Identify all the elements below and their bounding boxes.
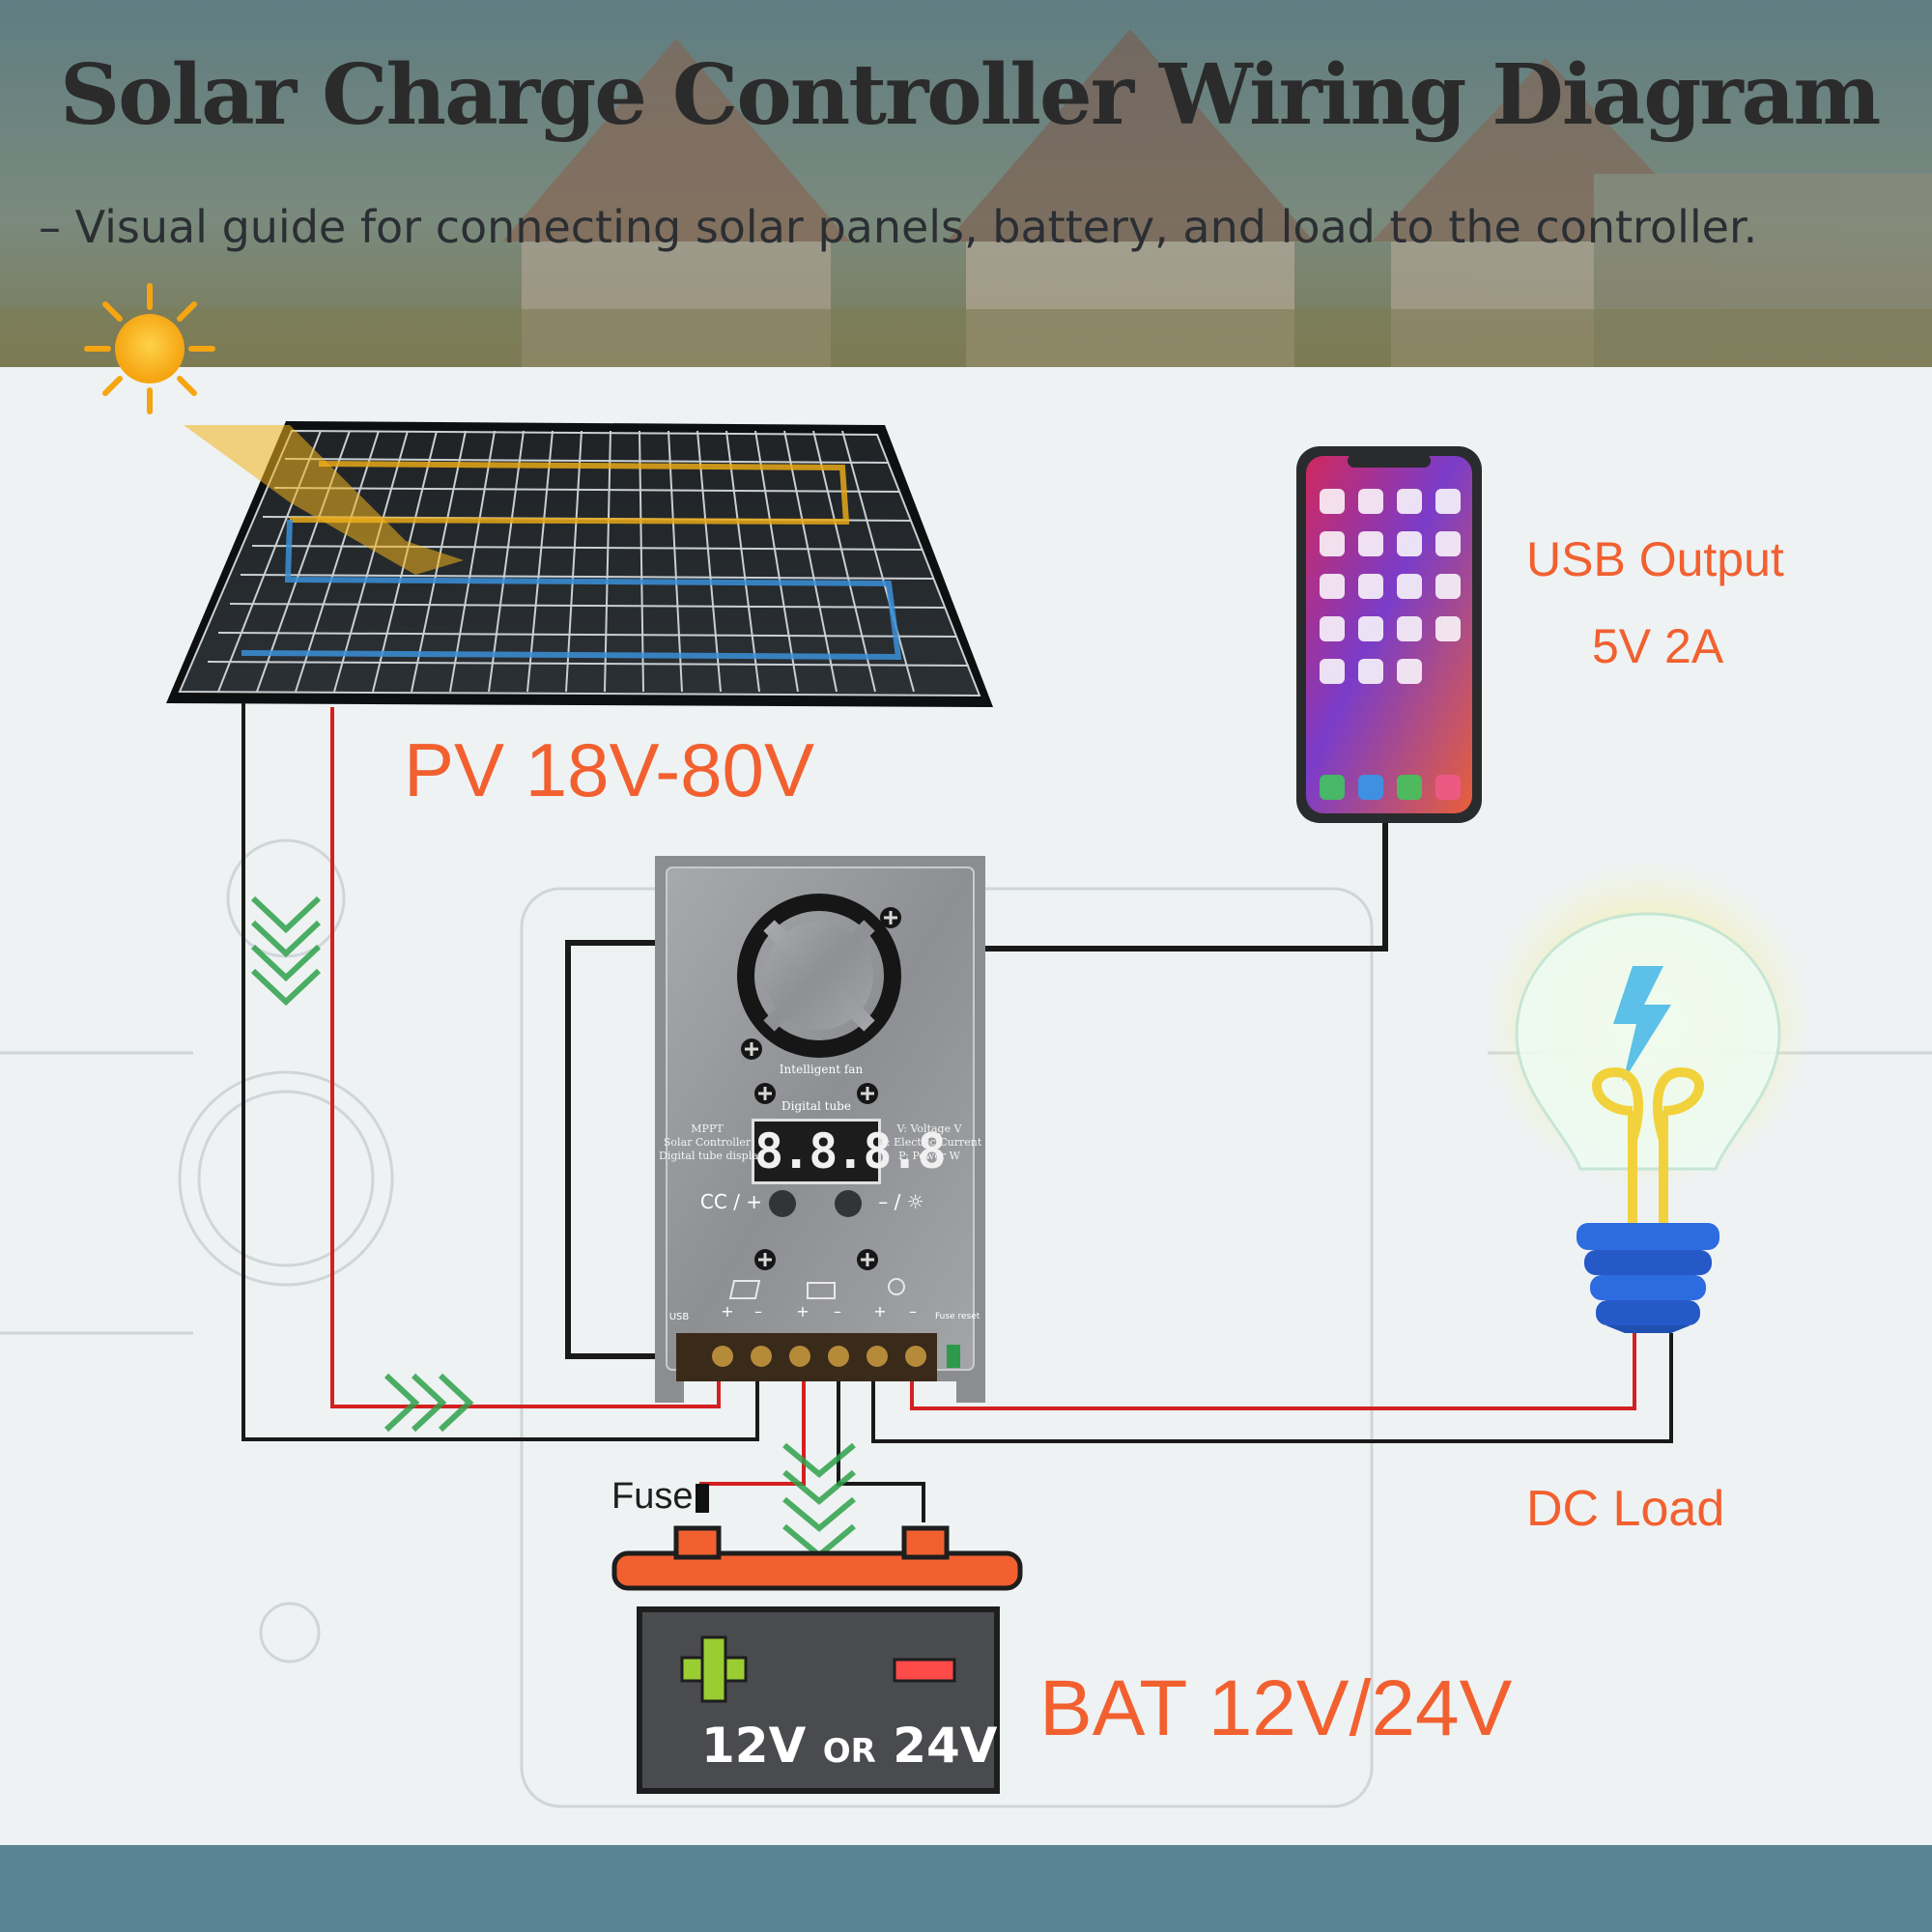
display-label: Digital tube <box>781 1099 851 1113</box>
controller-left-text: MPPT Solar Controller Digital tube displ… <box>659 1122 764 1162</box>
controller-right-text: V: Voltage V A: Electric Current P: Powe… <box>879 1122 982 1162</box>
bulb-icon <box>888 1278 905 1295</box>
grass-strip <box>0 309 1932 367</box>
terminal-bat-minus: – <box>834 1302 841 1321</box>
panel-icon <box>728 1280 761 1299</box>
plus-icon <box>680 1635 748 1703</box>
dc-load-label: DC Load <box>1526 1481 1725 1537</box>
battery-face-voltage-a: 12V <box>701 1718 807 1774</box>
terminal-bat-plus: + <box>796 1302 810 1321</box>
battery-face-text: 12V OR 24V <box>701 1718 998 1774</box>
minus-icon <box>893 1658 956 1683</box>
fuse-reset-label: Fuse reset <box>935 1312 980 1321</box>
fan-label: Intelligent fan <box>779 1063 864 1076</box>
page-title: Solar Charge Controller Wiring Diagram <box>60 46 1881 144</box>
battery-face-or: OR <box>822 1732 876 1771</box>
flow-arrows-pv-right <box>384 1373 474 1433</box>
fuse-icon <box>696 1484 709 1513</box>
battery-face-voltage-b: 24V <box>893 1718 998 1774</box>
usb-output-label: USB Output <box>1526 532 1784 586</box>
battery-icon <box>807 1282 836 1299</box>
button-right-label: – / ☼ <box>878 1190 924 1213</box>
usb-rating-label: 5V 2A <box>1592 619 1724 673</box>
flow-arrows-pv-down <box>250 895 322 1007</box>
wires <box>242 703 1673 1522</box>
solar-panel <box>166 421 993 707</box>
pv-voltage-label: PV 18V-80V <box>404 727 814 812</box>
minus-light-button[interactable] <box>835 1190 862 1217</box>
fuse-label: Fuse <box>611 1476 694 1517</box>
page-subtitle: – Visual guide for connecting solar pane… <box>39 201 1758 253</box>
light-bulb <box>1484 860 1812 1333</box>
terminal-load-plus: + <box>873 1302 887 1321</box>
usb-port-label: USB <box>668 1312 690 1322</box>
smartphone <box>1296 446 1482 823</box>
cc-plus-button[interactable] <box>769 1190 796 1217</box>
battery-voltage-label: BAT 12V/24V <box>1039 1664 1513 1752</box>
button-left-label: CC / + <box>699 1190 763 1213</box>
digital-display: 8.8.8.8 <box>752 1119 947 1184</box>
battery <box>611 1525 1023 1794</box>
sun-icon <box>84 283 215 414</box>
bottom-bar <box>0 1845 1932 1932</box>
terminal-pv-plus: + <box>721 1302 734 1321</box>
terminal-pv-minus: – <box>754 1302 762 1321</box>
terminal-load-minus: – <box>909 1302 917 1321</box>
